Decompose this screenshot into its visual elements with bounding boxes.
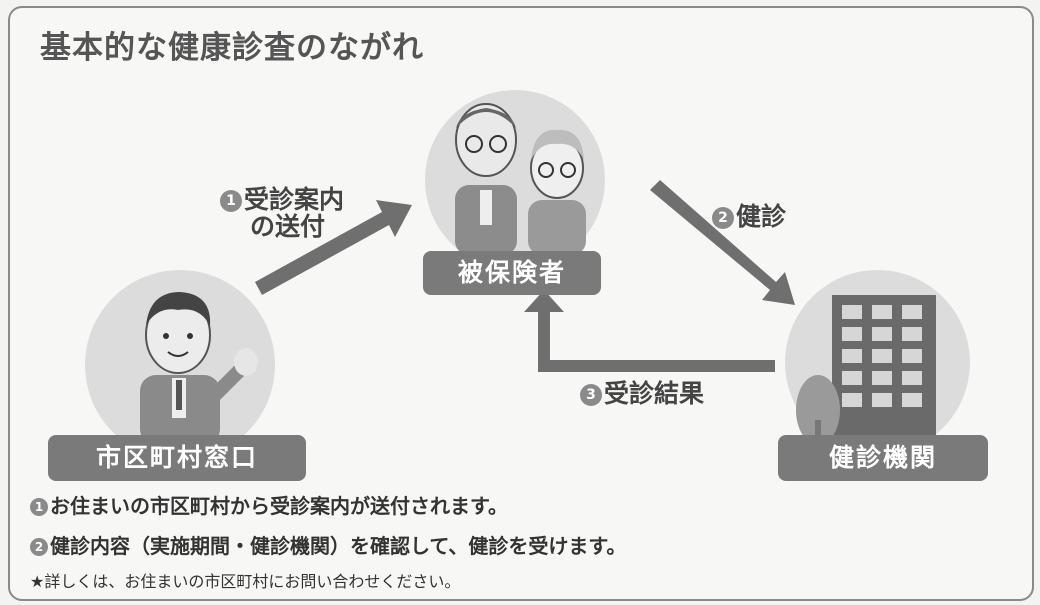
node-insured: 被保険者 bbox=[423, 251, 601, 295]
arrow-checkup bbox=[650, 180, 795, 305]
elderly-couple-icon bbox=[455, 103, 586, 255]
step-1-number: 1 bbox=[220, 190, 242, 212]
step-1-line2: の送付 bbox=[250, 212, 326, 241]
note-1-text: お住まいの市区町村から受診案内が送付されます。 bbox=[50, 494, 508, 518]
node-institution: 健診機関 bbox=[778, 435, 988, 481]
municipal-clerk-icon bbox=[140, 292, 258, 445]
diagram-title: 基本的な健康診査のながれ bbox=[40, 30, 424, 66]
arrow-send-guidance bbox=[255, 200, 412, 295]
step-3-text: 受診結果 bbox=[604, 379, 705, 408]
step-1-line1: 受診案内 bbox=[244, 185, 345, 214]
note-1-number: 1 bbox=[30, 498, 48, 516]
note-2-number: 2 bbox=[30, 538, 48, 556]
hospital-building-icon bbox=[796, 295, 936, 448]
note-2-text: 健診内容（実施期間・健診機関）を確認して、健診を受けます。 bbox=[50, 534, 627, 558]
node-municipality: 市区町村窓口 bbox=[48, 435, 306, 481]
arrow-results bbox=[524, 290, 775, 372]
star-icon: ★ bbox=[30, 572, 45, 591]
note-3: ★詳しくは、お住まいの市区町村にお問い合わせください。 bbox=[30, 568, 460, 592]
step-3-number: 3 bbox=[580, 384, 602, 406]
step-2-text: 健診 bbox=[736, 202, 787, 231]
note-3-text: 詳しくは、お住まいの市区町村にお問い合わせください。 bbox=[44, 572, 461, 591]
step-2-number: 2 bbox=[712, 207, 734, 229]
